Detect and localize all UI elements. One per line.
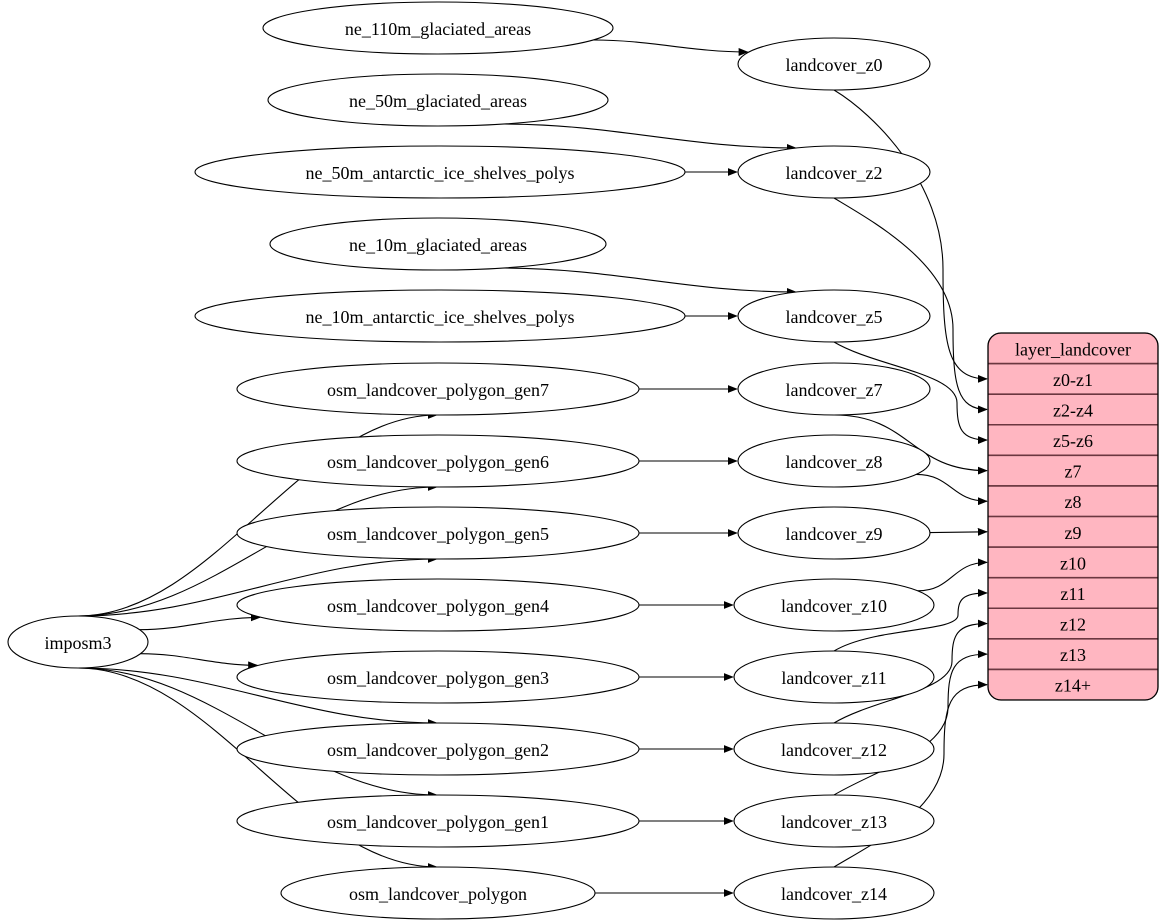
node-shape bbox=[733, 794, 935, 848]
edge-imposm3-to-osm-landcover-polygon-gen1 bbox=[77, 667, 438, 799]
node-landcover-z14[interactable]: landcover_z14 bbox=[733, 866, 935, 920]
table-row-z9[interactable]: z9 bbox=[988, 515, 1158, 548]
node-osm-landcover-polygon-gen6[interactable]: osm_landcover_polygon_gen6 bbox=[236, 434, 640, 488]
node-shape bbox=[236, 362, 640, 416]
edge-landcover-z2-to-z2-z4 bbox=[833, 197, 988, 414]
node-shape bbox=[737, 289, 931, 343]
row-background bbox=[988, 393, 1158, 426]
edge-landcover-z0-to-z0-z1 bbox=[833, 89, 988, 383]
node-landcover-z12[interactable]: landcover_z12 bbox=[733, 722, 935, 776]
node-shape bbox=[236, 434, 640, 488]
node-landcover-z11[interactable]: landcover_z11 bbox=[733, 650, 935, 704]
row-background bbox=[988, 485, 1158, 518]
table-row-z11[interactable]: z11 bbox=[988, 576, 1158, 609]
row-background bbox=[988, 668, 1158, 700]
row-background bbox=[988, 577, 1158, 609]
node-shape bbox=[733, 866, 935, 920]
node-landcover-z8[interactable]: landcover_z8 bbox=[737, 434, 931, 488]
row-background bbox=[988, 607, 1158, 640]
table-row-z13[interactable]: z13 bbox=[988, 638, 1158, 670]
table-row-z10[interactable]: z10 bbox=[988, 546, 1158, 579]
node-shape bbox=[737, 37, 931, 91]
node-shape bbox=[733, 722, 935, 776]
edge-ne-110m-glaciated-areas-to-landcover-z0 bbox=[593, 39, 749, 56]
node-ne-110m-glaciated-areas[interactable]: ne_110m_glaciated_areas bbox=[262, 1, 614, 55]
node-shape bbox=[733, 650, 935, 704]
edges-layer bbox=[77, 39, 988, 897]
node-shape bbox=[269, 217, 607, 271]
edge-landcover-z12-to-z12 bbox=[833, 619, 988, 724]
node-landcover-z13[interactable]: landcover_z13 bbox=[733, 794, 935, 848]
node-osm-landcover-polygon-gen3[interactable]: osm_landcover_polygon_gen3 bbox=[236, 650, 640, 704]
node-shape bbox=[194, 145, 686, 199]
row-background bbox=[988, 424, 1158, 456]
node-shape bbox=[194, 289, 686, 343]
table-outline bbox=[987, 332, 1159, 701]
edge-imposm3-to-osm-landcover-polygon-gen4 bbox=[139, 613, 261, 631]
edge-imposm3-to-osm-landcover-polygon-gen3 bbox=[140, 653, 259, 670]
row-background bbox=[988, 546, 1158, 579]
edge-ne-50m-glaciated-areas-to-landcover-z2 bbox=[503, 123, 797, 152]
row-background bbox=[988, 454, 1158, 487]
node-shape bbox=[267, 73, 609, 127]
edge-imposm3-to-osm-landcover-polygon-gen6 bbox=[77, 483, 438, 617]
node-landcover-z0[interactable]: landcover_z0 bbox=[737, 37, 931, 91]
node-landcover-z5[interactable]: landcover_z5 bbox=[737, 289, 931, 343]
row-background bbox=[988, 363, 1158, 395]
table-row-z7[interactable]: z7 bbox=[988, 454, 1158, 487]
node-shape bbox=[737, 506, 931, 560]
node-osm-landcover-polygon-gen2[interactable]: osm_landcover_polygon_gen2 bbox=[236, 722, 640, 776]
edge-imposm3-to-osm-landcover-polygon-gen5 bbox=[77, 555, 438, 617]
node-ne-10m-glaciated-areas[interactable]: ne_10m_glaciated_areas bbox=[269, 217, 607, 271]
node-shape bbox=[262, 1, 614, 55]
row-background bbox=[988, 638, 1158, 670]
row-background bbox=[988, 333, 1158, 365]
edge-imposm3-to-osm-landcover-polygon bbox=[77, 667, 438, 871]
node-ne-50m-glaciated-areas[interactable]: ne_50m_glaciated_areas bbox=[267, 73, 609, 127]
node-osm-landcover-polygon-gen5[interactable]: osm_landcover_polygon_gen5 bbox=[236, 506, 640, 560]
node-shape bbox=[236, 578, 640, 632]
table-row-z0-z1[interactable]: z0-z1 bbox=[988, 362, 1158, 395]
node-osm-landcover-polygon-gen1[interactable]: osm_landcover_polygon_gen1 bbox=[236, 794, 640, 848]
edge-landcover-z7-to-z7 bbox=[833, 414, 988, 475]
node-shape bbox=[236, 506, 640, 560]
edge-landcover-z5-to-z5-z6 bbox=[833, 341, 988, 445]
edge-landcover-z10-to-z10 bbox=[917, 558, 988, 592]
layer-landcover-table: layer_landcoverz0-z1z2-z4z5-z6z7z8z9z10z… bbox=[987, 332, 1159, 701]
node-landcover-z7[interactable]: landcover_z7 bbox=[737, 362, 931, 416]
edge-imposm3-to-osm-landcover-polygon-gen7 bbox=[77, 411, 438, 617]
node-shape bbox=[236, 794, 640, 848]
node-landcover-z2[interactable]: landcover_z2 bbox=[737, 145, 931, 199]
edge-landcover-z8-to-z8 bbox=[916, 473, 988, 506]
edge-ne-10m-glaciated-areas-to-landcover-z5 bbox=[502, 267, 797, 296]
table-row-z12[interactable]: z12 bbox=[988, 607, 1158, 640]
nodes-layer: imposm3 ne_110m_glaciated_areas ne_50m_gla… bbox=[7, 1, 935, 920]
node-shape bbox=[236, 650, 640, 704]
node-osm-landcover-polygon[interactable]: osm_landcover_polygon bbox=[280, 866, 596, 920]
table-row-z14[interactable]: z14+ bbox=[988, 668, 1158, 700]
node-shape bbox=[733, 578, 935, 632]
node-shape bbox=[7, 615, 149, 669]
table-row-z2-z4[interactable]: z2-z4 bbox=[988, 393, 1158, 426]
node-landcover-z10[interactable]: landcover_z10 bbox=[733, 578, 935, 632]
node-shape bbox=[236, 722, 640, 776]
table-row-z8[interactable]: z8 bbox=[988, 485, 1158, 518]
node-osm-landcover-polygon-gen4[interactable]: osm_landcover_polygon_gen4 bbox=[236, 578, 640, 632]
node-shape bbox=[737, 362, 931, 416]
table-row-z5-z6[interactable]: z5-z6 bbox=[988, 423, 1158, 456]
edge-landcover-z9-to-z9 bbox=[929, 527, 988, 536]
node-landcover-z9[interactable]: landcover_z9 bbox=[737, 506, 931, 560]
table-row-layer-landcover[interactable]: layer_landcover bbox=[988, 333, 1158, 365]
node-shape bbox=[737, 434, 931, 488]
node-ne-50m-antarctic-ice-shelves-polys[interactable]: ne_50m_antarctic_ice_shelves_polys bbox=[194, 145, 686, 199]
edge-imposm3-to-osm-landcover-polygon-gen2 bbox=[77, 667, 438, 727]
node-ne-10m-antarctic-ice-shelves-polys[interactable]: ne_10m_antarctic_ice_shelves_polys bbox=[194, 289, 686, 343]
node-osm-landcover-polygon-gen7[interactable]: osm_landcover_polygon_gen7 bbox=[236, 362, 640, 416]
node-shape bbox=[280, 866, 596, 920]
node-shape bbox=[737, 145, 931, 199]
edge-landcover-z11-to-z11 bbox=[833, 588, 988, 652]
node-imposm3[interactable]: imposm3 bbox=[7, 615, 149, 669]
row-background bbox=[988, 515, 1158, 548]
